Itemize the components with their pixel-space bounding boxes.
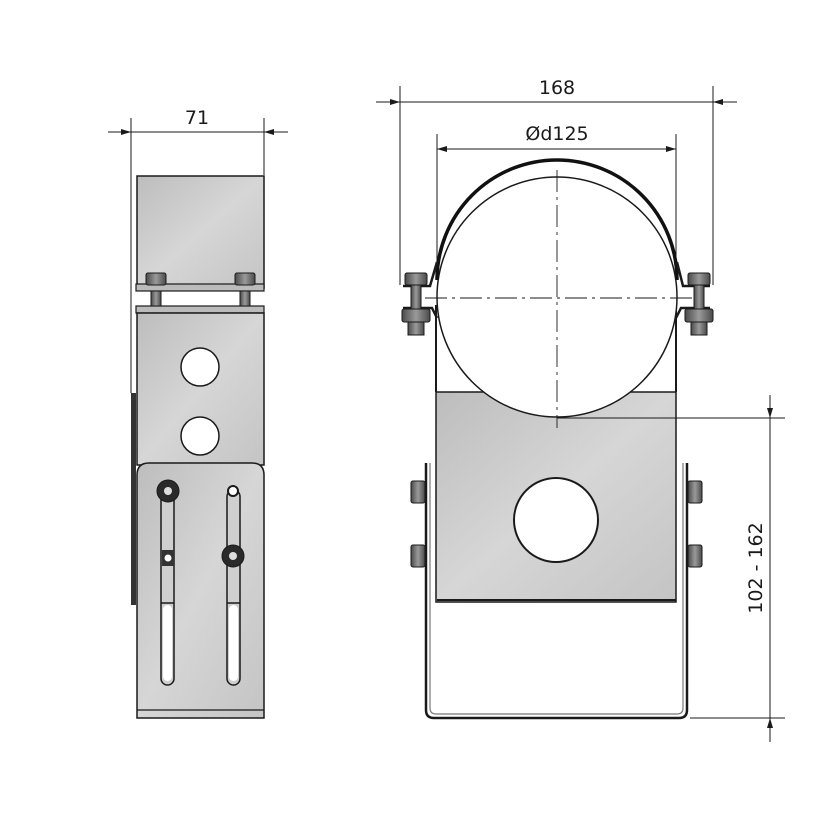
adjustment-slot-right	[221, 485, 245, 686]
dimension-label-168: 168	[539, 77, 575, 99]
dimension-label-71: 71	[185, 107, 209, 129]
plate-center-hole	[513, 477, 599, 563]
dimension-label-diameter: Ød125	[525, 123, 588, 145]
u-bracket-bolts	[410, 480, 703, 568]
adjustable-plate	[136, 462, 265, 719]
mounting-hole-2	[180, 416, 220, 456]
upper-flange	[135, 283, 265, 292]
lower-flange	[135, 305, 265, 314]
dimension-label-height: 102 - 162	[745, 522, 767, 613]
side-view: 71	[108, 107, 288, 719]
clamp-strap	[136, 175, 265, 289]
mounting-hole-1	[180, 347, 220, 387]
dimension-pipe-diameter: Ød125	[436, 123, 677, 272]
front-view: 168 Ød125	[376, 77, 785, 742]
dimension-height-range: 102 - 162	[557, 395, 785, 742]
clamp-band	[435, 158, 679, 281]
dimension-side-width: 71	[108, 107, 288, 175]
u-bracket	[424, 463, 689, 720]
side-edge	[131, 393, 136, 605]
dimension-overall-width: 168	[376, 77, 737, 285]
flange-bolt-left	[401, 272, 431, 336]
flange-bolt-right	[684, 272, 714, 336]
adjustment-slot-left	[156, 479, 180, 686]
